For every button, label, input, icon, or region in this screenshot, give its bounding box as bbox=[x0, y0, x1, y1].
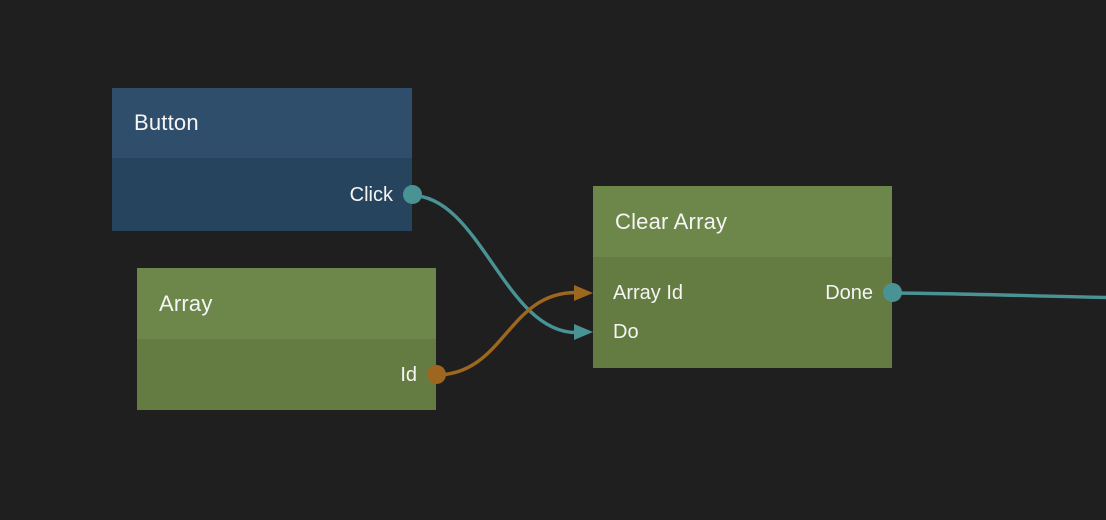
port-label-id: Id bbox=[400, 363, 417, 386]
node-clear-array-header[interactable]: Clear Array bbox=[593, 186, 892, 257]
link-array-id-to-clear-array-array-id[interactable] bbox=[435, 290, 577, 377]
port-label-done: Done bbox=[825, 281, 873, 304]
node-clear-array-body bbox=[593, 257, 892, 368]
link-clear-array-done-to-offscreen[interactable] bbox=[892, 291, 1106, 300]
port-button-click-output[interactable] bbox=[403, 185, 422, 204]
port-row-id: Id bbox=[137, 355, 446, 395]
node-clear-array-title: Clear Array bbox=[615, 208, 728, 234]
port-label-click: Click bbox=[349, 183, 393, 206]
port-label-do: Do bbox=[613, 320, 639, 343]
port-row-do: Do bbox=[574, 312, 892, 352]
port-clear-array-array-id-input[interactable] bbox=[574, 284, 593, 301]
port-row-array-id: Array Id bbox=[574, 273, 892, 313]
port-array-id-output[interactable] bbox=[427, 365, 446, 384]
node-array-header[interactable]: Array bbox=[137, 268, 436, 339]
node-button-header[interactable]: Button bbox=[112, 88, 412, 158]
port-clear-array-do-input[interactable] bbox=[574, 323, 593, 340]
node-array[interactable]: Array Id bbox=[137, 268, 446, 410]
link-button-click-to-clear-array-do[interactable] bbox=[411, 193, 577, 335]
port-clear-array-done-output[interactable] bbox=[883, 283, 902, 302]
node-button[interactable]: Button Click bbox=[112, 88, 422, 231]
node-button-body bbox=[112, 158, 412, 231]
port-row-done: Done bbox=[593, 273, 902, 313]
node-button-title: Button bbox=[134, 110, 199, 135]
port-row-click: Click bbox=[112, 175, 422, 215]
node-array-title: Array bbox=[159, 290, 213, 316]
node-array-body bbox=[137, 339, 436, 410]
node-clear-array[interactable]: Clear Array Array Id Do Done bbox=[574, 186, 902, 368]
port-label-array-id: Array Id bbox=[613, 281, 684, 304]
